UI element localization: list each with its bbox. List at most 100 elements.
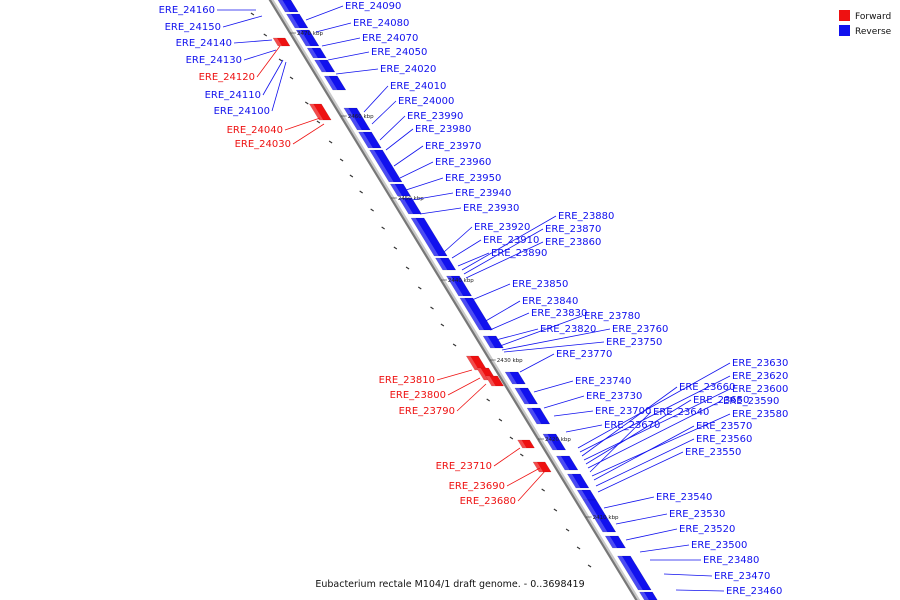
gene-label: ERE_24070 [362,33,418,44]
gene-label: ERE_23480 [703,555,759,566]
feature-dash [370,208,374,212]
gene-label: ERE_23980 [415,124,471,135]
leader-line [595,438,695,487]
leader-line [447,377,481,396]
leader-line [451,239,482,259]
leader-line [271,61,287,112]
gene-label: ERE_24000 [398,96,454,107]
gene-label: ERE_23820 [540,324,596,335]
feature-dash [328,140,333,144]
forward-gene-block-shade [485,376,496,386]
feature-dash [541,488,545,492]
leader-line [583,388,731,461]
reverse-gene-block [446,275,473,297]
gene-label: ERE_23530 [669,509,725,520]
gene-label: ERE_23690 [449,481,505,492]
gene-label: ERE_23940 [455,188,511,199]
reverse-gene-block-shade [577,490,588,500]
leader-line [581,386,678,457]
legend-swatch [839,10,850,21]
gene-label: ERE_23800 [390,390,446,401]
feature-dash [587,564,592,568]
leader-line [385,128,414,151]
reverse-gene-block-shade [343,108,362,130]
reverse-gene-block [639,591,658,600]
gene-label: ERE_23810 [379,375,435,386]
reverse-gene-block [542,433,567,451]
genome-backbone [250,0,641,600]
gene-label: ERE_24010 [390,81,446,92]
leader-line [463,228,544,275]
feature-dash [278,58,283,62]
reverse-gene-block [410,217,448,257]
gene-label: ERE_23680 [460,496,516,507]
legend-label: Reverse [855,27,892,37]
reverse-gene-block-shade [324,76,338,90]
gene-label: ERE_23880 [558,211,614,222]
gene-label: ERE_23930 [463,203,519,214]
reverse-gene-block [435,257,457,271]
leader-line [589,411,652,473]
gene-label: ERE_23730 [586,391,642,402]
feature-dash [349,174,354,178]
leader-line [506,467,541,487]
gene-label: ERE_23540 [656,492,712,503]
leader-line [363,85,389,113]
leader-line [495,328,539,341]
forward-gene-block-shade [476,368,488,380]
leader-line [262,59,284,96]
leader-line [615,513,668,525]
leader-line [371,100,397,125]
feature-dash [359,190,363,194]
gene-label: ERE_24030 [235,139,291,150]
tick-label: 2450 kbp [398,196,424,202]
leader-line [675,589,725,592]
leader-line [411,192,454,201]
leader-line [591,413,731,477]
gene-label: ERE_24080 [353,18,409,29]
reverse-gene-block-shade [605,536,618,548]
reverse-gene-block [389,183,411,197]
leader-line [256,45,281,78]
gene-label: ERE_23760 [612,324,668,335]
forward-gene-block-shade [273,38,282,46]
gene-label: ERE_24140 [176,38,232,49]
leader-line [503,341,605,353]
feature-dash [509,436,514,440]
reverse-gene-block-shade [390,184,403,196]
reverse-gene-block [314,59,336,73]
gene-label: ERE_23470 [714,571,770,582]
feature-dash [263,33,268,37]
feature-dash [565,528,570,532]
leader-line [501,328,611,351]
reverse-gene-block-shade [446,276,464,296]
gene-label: ERE_23700 [595,406,651,417]
leader-line [597,451,684,493]
gene-label: ERE_23840 [522,296,578,307]
leader-line [565,424,603,433]
feature-dash [452,343,457,347]
reverse-gene-block [277,0,299,13]
legend-swatch [839,25,850,36]
reverse-gene-block [323,75,347,91]
leader-line [461,215,557,271]
leader-line [577,362,731,449]
gene-label: ERE_23910 [483,235,539,246]
feature-dash [304,101,309,105]
gene-label: ERE_23920 [474,222,530,233]
reverse-gene-block-shade [358,132,373,148]
forward-gene-block-shade [533,462,544,472]
reverse-gene-block [306,47,327,59]
feature-dash [417,286,422,290]
reverse-gene-block [343,107,371,131]
reverse-gene-block-shade [314,60,327,72]
reverse-gene-block [556,455,579,471]
leader-line [284,117,321,131]
leader-line [335,68,379,75]
reverse-gene-block [567,473,590,489]
leader-line [639,544,690,553]
leader-line [471,283,511,301]
leader-line [585,399,692,465]
gene-label: ERE_23850 [512,279,568,290]
